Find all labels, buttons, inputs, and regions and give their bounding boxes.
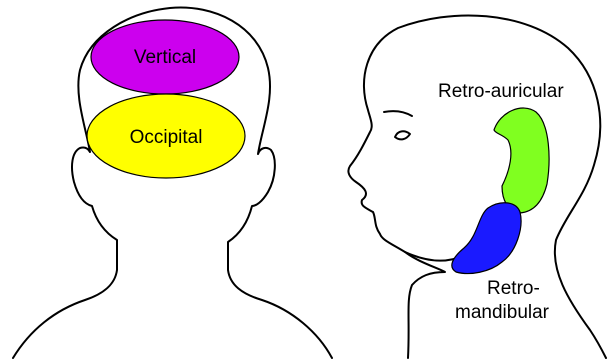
retro-auricular-region bbox=[494, 108, 549, 213]
eyebrow bbox=[384, 111, 412, 116]
head-back-view: Vertical Occipital bbox=[13, 8, 332, 358]
occipital-label: Occipital bbox=[130, 127, 203, 148]
retro-mandibular-region bbox=[452, 203, 521, 274]
retro-mandibular-label-line2: mandibular bbox=[455, 302, 550, 323]
head-side-view: Retro-auricular Retro- mandibular bbox=[348, 15, 606, 358]
eye bbox=[395, 131, 410, 139]
retro-auricular-label: Retro-auricular bbox=[438, 81, 564, 102]
vertical-label: Vertical bbox=[134, 47, 196, 68]
retro-mandibular-label-line1: Retro- bbox=[487, 278, 540, 299]
